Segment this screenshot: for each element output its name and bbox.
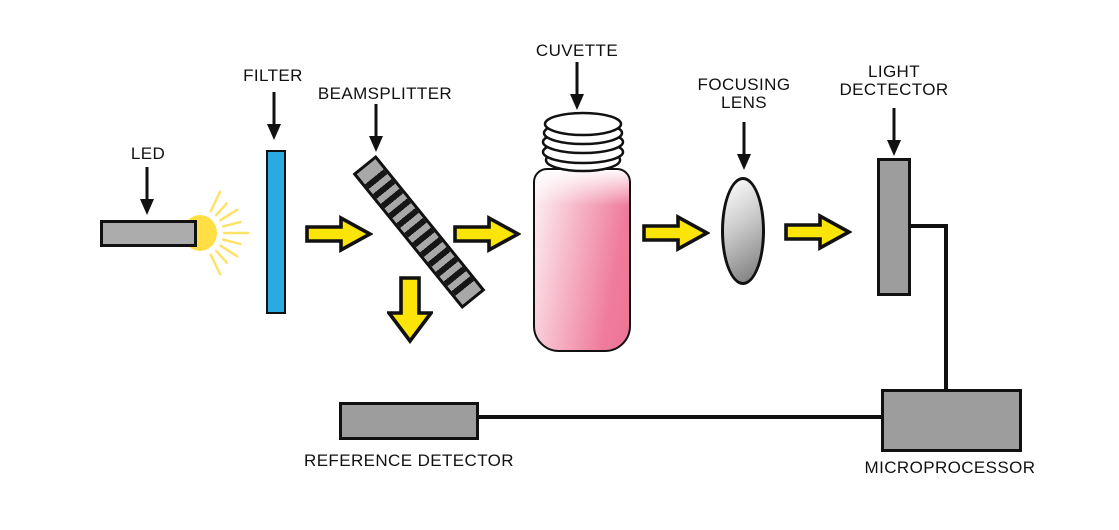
led-body	[100, 220, 197, 247]
microprocessor-label: MICROPROCESSOR	[864, 458, 1036, 477]
beamsplitter-label-arrow-icon	[369, 104, 383, 152]
wire-light-detector-vertical	[944, 224, 948, 391]
focusing-lens-label-arrow-icon	[737, 122, 751, 170]
beamsplitter-label: BEAMSPLITTER	[317, 84, 453, 103]
filter-label-arrow-icon	[267, 92, 281, 140]
filter-label: FILTER	[243, 66, 303, 85]
wire-reference-to-microprocessor	[479, 415, 882, 419]
beam-arrow-icon	[453, 214, 521, 254]
cuvette-body	[533, 168, 631, 352]
microprocessor-box	[881, 389, 1022, 452]
wire-light-detector-horizontal	[911, 224, 948, 228]
light-detector-label: LIGHT DECTECTOR	[839, 63, 948, 99]
beam-arrow-icon	[784, 212, 852, 252]
light-detector-label-arrow-icon	[887, 108, 901, 156]
beam-arrow-icon	[305, 214, 373, 254]
cuvette-cap	[541, 111, 625, 173]
focusing-lens-label: FOCUSING LENS	[698, 76, 791, 112]
focusing-lens-label-line1: FOCUSING	[697, 75, 791, 94]
beam-arrow-down-icon	[387, 276, 433, 344]
led-label-arrow-icon	[140, 167, 154, 215]
led-label: LED	[130, 144, 166, 163]
cuvette-label: CUVETTE	[535, 41, 619, 60]
led-glow-icon	[186, 190, 250, 276]
reference-detector-label: REFERENCE DETECTOR	[304, 451, 514, 470]
focusing-lens-label-line2: LENS	[720, 93, 767, 112]
light-detector-label-line2: DECTECTOR	[839, 80, 949, 99]
light-detector-box	[877, 158, 911, 296]
filter-bar	[266, 150, 286, 314]
light-detector-label-line1: LIGHT	[867, 62, 921, 81]
reference-detector-box	[339, 402, 479, 440]
focusing-lens	[721, 177, 765, 285]
beam-arrow-icon	[642, 213, 710, 253]
cuvette-label-arrow-icon	[570, 62, 584, 110]
